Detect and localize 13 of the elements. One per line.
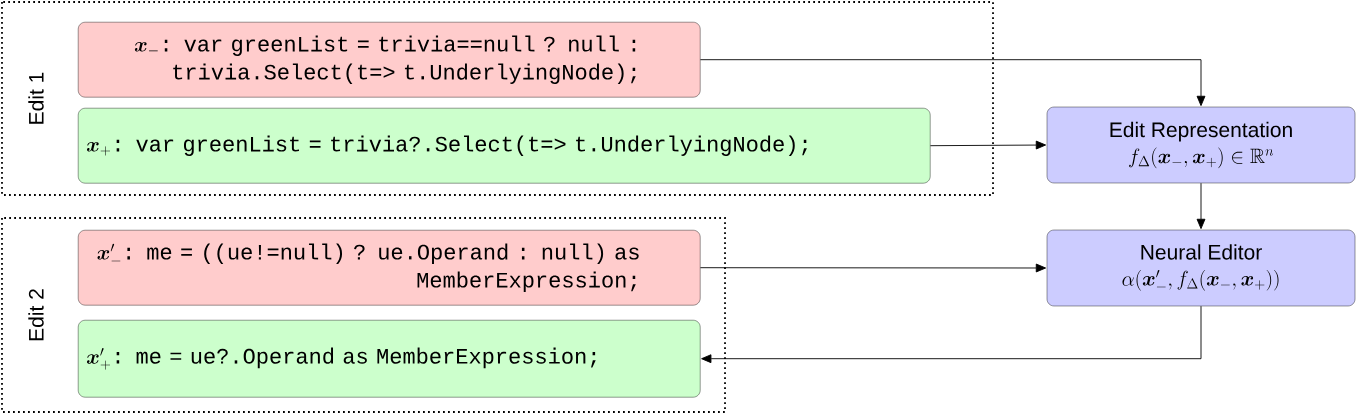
arrow (1196, 182, 1206, 230)
arrow (701, 305, 1202, 364)
arrow (699, 263, 1047, 273)
code-box: $\boldsymbol{x}'_{+}$ : me = ue?.Operand as MemberExpression; (78, 320, 701, 398)
code-box: $\boldsymbol{x}_{+}$ : var greenList = trivia?.Select(t=> t.UnderlyingNode); (78, 108, 931, 184)
model-box: Neural Editor $\alpha(\boldsymbol{x}'_{-}, f_{\Delta}(\boldsymbol{x}_{-}, \boldsymbol{x}_{+}))$ (1046, 229, 1356, 307)
group-label: Edit 1 (28, 72, 44, 124)
arrow (929, 140, 1047, 150)
arrow (699, 59, 1206, 107)
code-box: $\boldsymbol{x}'_{-}$ : me = ((ue!=null) ? ue.Operand : null) as MemberExpression; (78, 230, 701, 306)
group-label: Edit 2 (28, 289, 44, 341)
model-box: Edit Representation $f_{\Delta}(\boldsymbol{x}_{-}, \boldsymbol{x}_{+}) \in \mathbb{R}^{n}$ (1046, 106, 1356, 184)
code-box: $\boldsymbol{x}_{-}$ : var greenList = trivia==null ? null : trivia.Select(t=> t.UnderlyingNode); (78, 22, 701, 98)
